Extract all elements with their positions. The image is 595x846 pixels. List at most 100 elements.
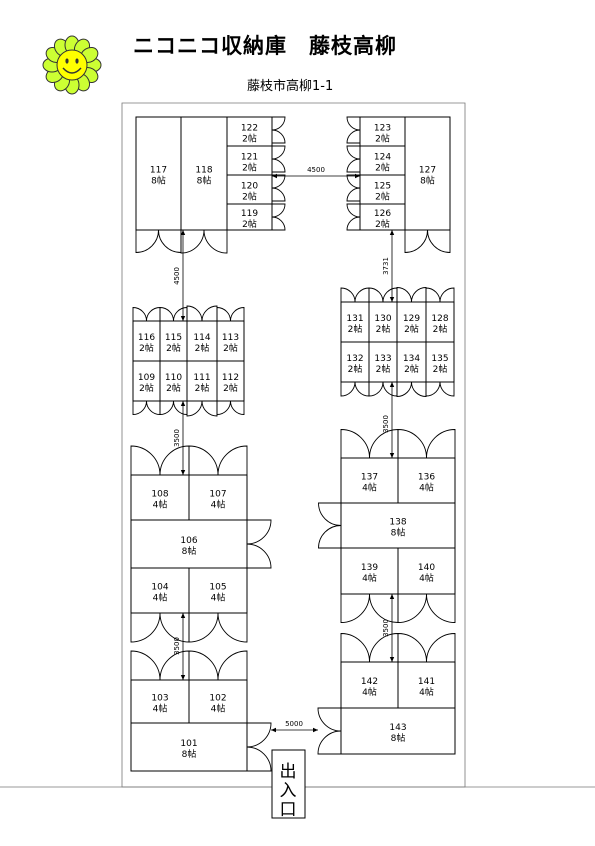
door-swing (426, 593, 456, 623)
unit-number: 117 (150, 166, 167, 176)
dimension-label: 4500 (173, 267, 181, 285)
unit-size: 2帖 (376, 363, 391, 375)
door-swing (216, 307, 231, 322)
dimension-label: 3500 (173, 429, 181, 447)
unit-number: 129 (403, 314, 420, 324)
unit-size: 2帖 (433, 323, 448, 335)
entrance-label: 出入口 (280, 762, 297, 820)
unit-size: 4帖 (419, 572, 434, 584)
door-swing (411, 287, 427, 303)
unit-size: 2帖 (242, 191, 257, 203)
door-swing (201, 305, 218, 322)
unit-outline (188, 679, 248, 724)
door-swing (368, 287, 384, 303)
dimension-arrowhead (180, 401, 186, 406)
door-swing (404, 229, 428, 253)
dimension-label: 3500 (382, 415, 390, 433)
facility-address: 藤枝市高柳1-1 (247, 79, 334, 94)
unit-size: 4帖 (153, 703, 168, 715)
unit-size: 4帖 (211, 703, 226, 715)
door-swing (173, 307, 188, 322)
door-swing (340, 429, 370, 459)
door-swing (130, 650, 161, 681)
unit-outline (188, 474, 248, 521)
door-swing (346, 129, 361, 144)
unit-number: 124 (374, 153, 391, 163)
unit-number: 114 (193, 333, 210, 343)
smiling-flower-icon (42, 35, 102, 95)
unit-outline (397, 457, 456, 504)
unit-number: 123 (374, 124, 391, 134)
dimension-arrowhead (389, 657, 395, 662)
unit-outline (130, 679, 190, 724)
dimension-arrowhead (389, 453, 395, 458)
unit-size: 2帖 (404, 323, 419, 335)
door-swing (318, 502, 342, 526)
door-swing (246, 746, 272, 772)
unit-outline (159, 360, 188, 402)
unit-size: 8帖 (197, 175, 212, 187)
unit-number: 141 (418, 677, 435, 687)
unit-outline (216, 320, 245, 362)
door-swing (369, 593, 399, 623)
door-swing (318, 525, 342, 549)
unit-size: 2帖 (195, 382, 210, 394)
door-swing (346, 145, 361, 160)
unit-size: 4帖 (362, 482, 377, 494)
dimension-label: 5000 (285, 720, 303, 728)
unit-number: 140 (418, 563, 435, 573)
unit-outline (130, 567, 190, 614)
door-swing (217, 650, 248, 681)
door-swing (186, 305, 203, 322)
unit-outline (130, 519, 248, 569)
unit-number: 119 (241, 209, 258, 219)
unit-size: 2帖 (242, 218, 257, 230)
dimension-arrowhead (389, 297, 395, 302)
door-swing (159, 400, 174, 415)
entrance-box (271, 749, 306, 819)
